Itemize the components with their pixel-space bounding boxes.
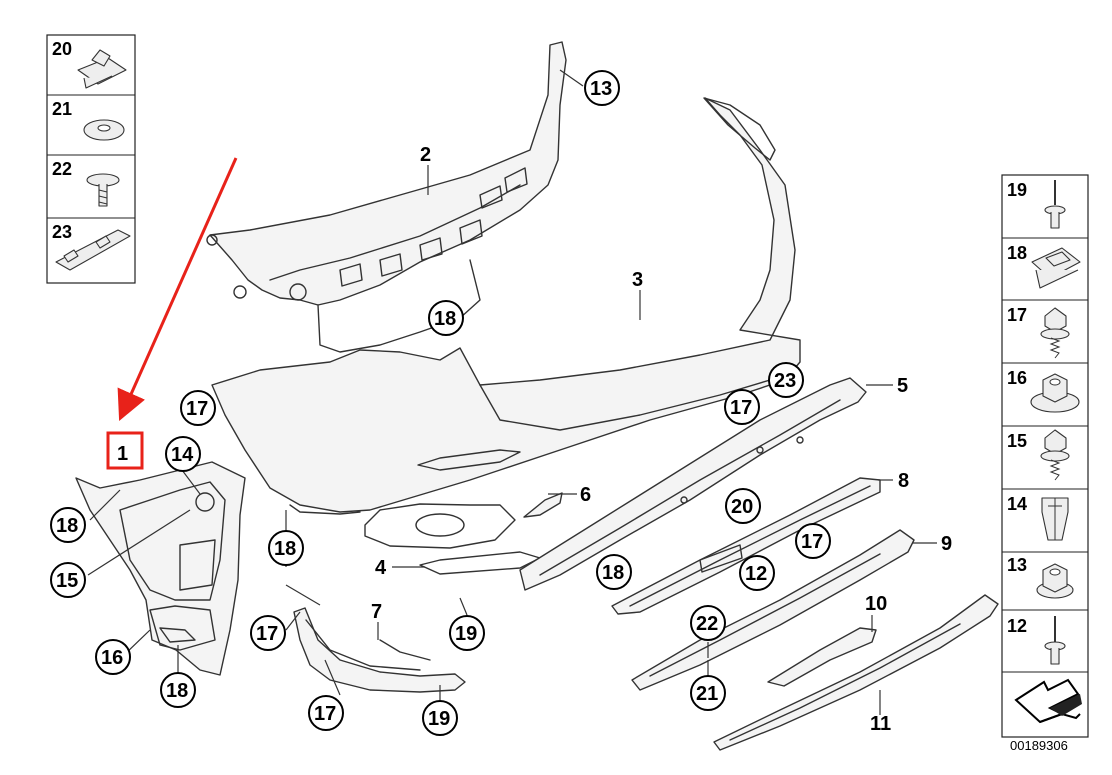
callout-18: 18 xyxy=(268,530,304,566)
svg-text:17: 17 xyxy=(730,397,752,419)
left-legend-label-21: 21 xyxy=(52,99,72,119)
highlight-arrow xyxy=(117,157,238,421)
label-part-5: 5 xyxy=(897,375,908,397)
svg-text:19: 19 xyxy=(428,708,450,730)
svg-text:15: 15 xyxy=(56,570,78,592)
label-part-1: 1 xyxy=(117,443,128,465)
svg-text:18: 18 xyxy=(602,562,624,584)
callout-18: 18 xyxy=(50,507,86,543)
highlight-box xyxy=(106,431,144,470)
callout-23: 23 xyxy=(768,362,804,398)
svg-text:18: 18 xyxy=(56,515,78,537)
collar-screw-icon xyxy=(1040,307,1070,359)
callout-17: 17 xyxy=(795,523,831,559)
part-11-trim xyxy=(713,594,999,751)
hex-nut-icon xyxy=(1030,373,1080,413)
label-part-3: 3 xyxy=(632,269,643,291)
rivet-icon xyxy=(1044,616,1066,665)
svg-text:17: 17 xyxy=(314,703,336,725)
callout-16: 16 xyxy=(95,639,131,675)
label-part-9: 9 xyxy=(941,533,952,555)
part-1-side-bracket xyxy=(75,461,246,676)
label-part-8: 8 xyxy=(898,470,909,492)
arrow-corner-icon xyxy=(1014,678,1082,724)
label-part-6: 6 xyxy=(580,484,591,506)
right-legend-label-17: 17 xyxy=(1007,305,1027,325)
right-legend-label-14: 14 xyxy=(1007,494,1027,514)
callout-18: 18 xyxy=(160,672,196,708)
svg-text:19: 19 xyxy=(455,623,477,645)
callout-17: 17 xyxy=(180,390,216,426)
svg-text:17: 17 xyxy=(186,398,208,420)
callout-18: 18 xyxy=(596,554,632,590)
callout-15: 15 xyxy=(50,562,86,598)
svg-text:17: 17 xyxy=(256,623,278,645)
left-legend: 20 21 22 23 xyxy=(46,34,136,284)
callout-21: 21 xyxy=(690,675,726,711)
svg-text:18: 18 xyxy=(166,680,188,702)
part-10-panel xyxy=(767,627,877,687)
callout-20: 20 xyxy=(725,488,761,524)
callout-17: 17 xyxy=(724,389,760,425)
svg-text:14: 14 xyxy=(171,444,194,466)
expanding-nut-icon xyxy=(1041,497,1069,541)
part-9-trim xyxy=(631,529,915,691)
right-legend-label-15: 15 xyxy=(1007,431,1027,451)
label-part-2: 2 xyxy=(420,144,431,166)
callout-12: 12 xyxy=(739,555,775,591)
callout-18: 18 xyxy=(428,300,464,336)
svg-text:12: 12 xyxy=(745,563,767,585)
svg-text:17: 17 xyxy=(801,531,823,553)
spring-nut-icon xyxy=(1031,247,1081,289)
spring-nut-icon xyxy=(77,49,127,89)
callout-19: 19 xyxy=(422,700,458,736)
right-legend-label-13: 13 xyxy=(1007,555,1027,575)
right-legend-label-16: 16 xyxy=(1007,368,1027,388)
collar-screw-icon xyxy=(1040,429,1070,481)
svg-text:20: 20 xyxy=(731,496,753,518)
left-legend-label-22: 22 xyxy=(52,159,72,179)
svg-text:23: 23 xyxy=(774,370,796,392)
screw-icon xyxy=(86,173,120,207)
svg-text:13: 13 xyxy=(590,78,612,100)
part-8-panel xyxy=(611,477,881,615)
right-legend-label-12: 12 xyxy=(1007,616,1027,636)
part-7-trim xyxy=(293,607,466,693)
svg-text:21: 21 xyxy=(696,683,718,705)
label-part-11: 11 xyxy=(870,713,891,735)
washer-icon xyxy=(83,119,125,141)
right-legend: 19 18 17 16 15 14 13 12 xyxy=(1001,174,1089,738)
svg-text:18: 18 xyxy=(274,538,296,560)
bumper-panel xyxy=(211,97,801,575)
callout-17: 17 xyxy=(250,615,286,651)
callout-13: 13 xyxy=(584,70,620,106)
left-legend-label-23: 23 xyxy=(52,222,72,242)
left-legend-label-20: 20 xyxy=(52,39,72,59)
label-part-7: 7 xyxy=(371,601,382,623)
part-6-bracket xyxy=(523,492,563,518)
callout-14: 14 xyxy=(165,436,201,472)
bumper-carrier xyxy=(206,41,567,353)
label-part-4: 4 xyxy=(375,557,387,579)
callout-17: 17 xyxy=(308,695,344,731)
callout-19: 19 xyxy=(449,615,485,651)
svg-text:18: 18 xyxy=(434,308,456,330)
diagram-number: 00189306 xyxy=(1010,738,1068,753)
rivet-icon xyxy=(1044,180,1066,229)
callout-22: 22 xyxy=(690,605,726,641)
hex-nut-icon xyxy=(1036,563,1074,599)
svg-text:22: 22 xyxy=(696,613,718,635)
part-5-trim xyxy=(519,377,867,591)
svg-text:16: 16 xyxy=(101,647,123,669)
clip-strip-icon xyxy=(55,229,131,271)
label-part-10: 10 xyxy=(865,593,887,615)
right-legend-label-18: 18 xyxy=(1007,243,1027,263)
right-legend-label-19: 19 xyxy=(1007,180,1027,200)
